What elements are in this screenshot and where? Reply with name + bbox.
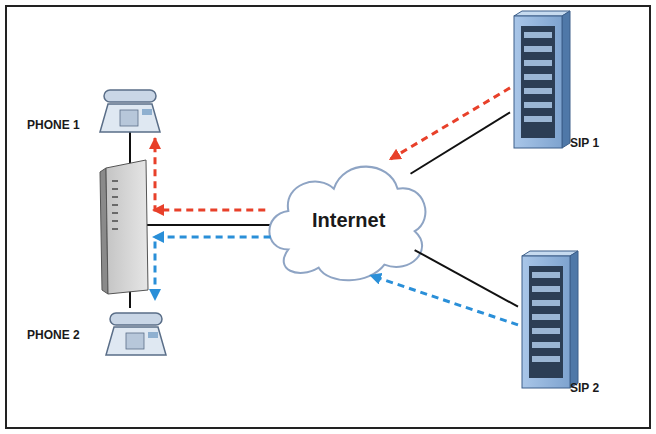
phone-label: PHONE 2: [27, 328, 80, 342]
server-icon: [522, 251, 578, 388]
phone-body: [100, 104, 160, 132]
device-front: [106, 160, 148, 294]
server-slot: [524, 116, 552, 122]
frame-border: [6, 6, 650, 428]
device-led: [112, 188, 118, 190]
phone-icon: [106, 313, 166, 355]
server-label: SIP 2: [570, 381, 599, 395]
phone-icon: [100, 90, 160, 132]
server-slot: [532, 286, 560, 292]
phone-handset: [110, 313, 162, 325]
server-slot: [532, 314, 560, 320]
server-slot: [524, 88, 552, 94]
server-label: SIP 1: [570, 136, 599, 150]
device-led: [112, 212, 118, 214]
server-slot: [524, 32, 552, 38]
device-led: [112, 196, 118, 198]
phone-wire: [129, 132, 131, 164]
voip-device: [100, 160, 148, 294]
internet-wire: [147, 224, 272, 226]
device-led: [112, 180, 118, 182]
server-slot: [524, 60, 552, 66]
server-slot: [524, 74, 552, 80]
network-link: [411, 112, 510, 173]
internet-cloud: Internet: [258, 138, 436, 290]
sip-server-node: SIP 1: [510, 8, 620, 156]
phone-display: [148, 332, 158, 338]
server-body: [514, 16, 562, 148]
server-slot: [532, 342, 560, 348]
server-slot: [532, 356, 560, 362]
server-icon: [514, 11, 570, 148]
server-body: [522, 256, 570, 388]
device-led: [112, 228, 118, 230]
server-side: [562, 11, 570, 148]
phone-body: [106, 327, 166, 355]
call-path-arrow: [390, 88, 510, 160]
arrow-head: [152, 231, 164, 243]
sip-server-node: SIP 2: [518, 248, 626, 398]
phone-node: PHONE 2: [22, 300, 164, 360]
network-link: [415, 250, 518, 307]
phone-label: PHONE 1: [27, 118, 80, 132]
phone-display: [142, 109, 152, 115]
server-top: [522, 251, 578, 256]
call-path-arrow: [370, 275, 518, 325]
server-side: [570, 251, 578, 388]
phone-keypad: [120, 110, 138, 126]
call-path-arrow: [155, 237, 271, 300]
call-path-arrow: [155, 138, 265, 210]
arrow-head: [152, 204, 164, 216]
phone-node: PHONE 1: [22, 76, 164, 138]
device-led: [112, 220, 118, 222]
device-led: [112, 204, 118, 206]
server-slot: [532, 272, 560, 278]
server-top: [514, 11, 570, 16]
server-slot: [524, 102, 552, 108]
phone-keypad: [126, 333, 144, 349]
server-slot: [532, 300, 560, 306]
cloud-shape: [269, 167, 425, 281]
server-slot: [532, 328, 560, 334]
server-panel: [529, 266, 563, 378]
server-slot: [524, 46, 552, 52]
cloud-label: Internet: [312, 208, 385, 232]
phone-handset: [104, 90, 156, 102]
server-panel: [521, 26, 555, 138]
phone-wire: [129, 291, 131, 308]
